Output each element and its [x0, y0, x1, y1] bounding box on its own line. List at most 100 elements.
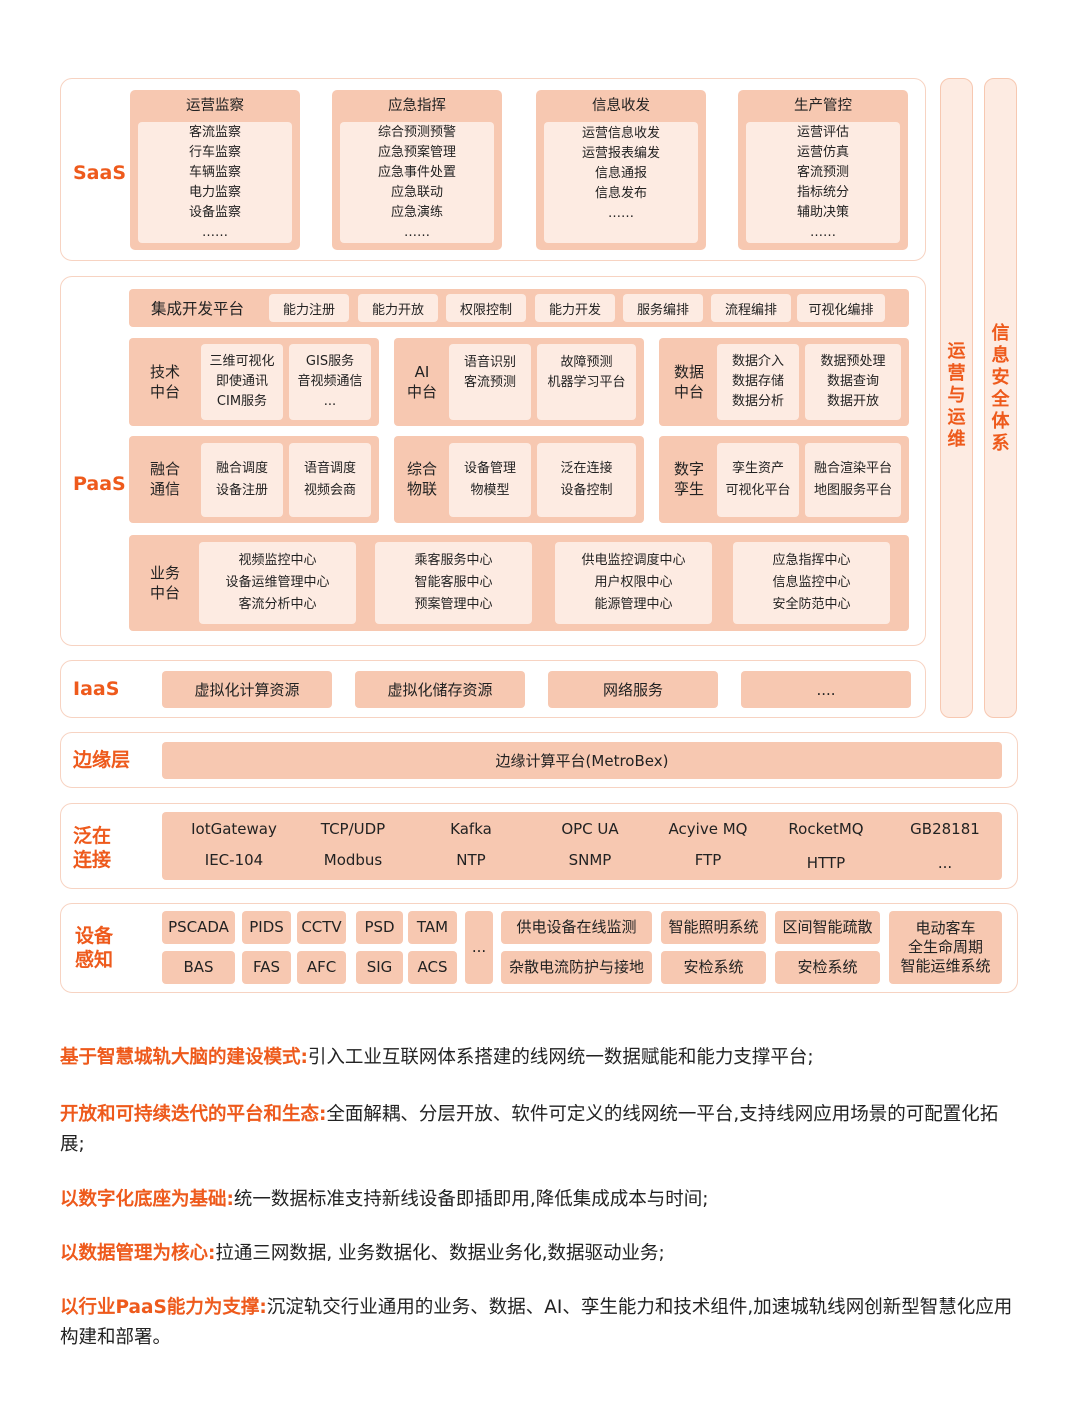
saas-label: SaaS [73, 162, 127, 184]
system-item: 区间智能疏散 [775, 911, 880, 944]
integration-item: 流程编排 [711, 294, 791, 322]
saas-card-ops-monitor: 运营监察 客流监察 行车监察 车辆监察 电力监察 设备监察 …… [130, 90, 300, 250]
comm-col1: 融合调度 设备注册 [201, 443, 283, 517]
data-col2: 数据预处理 数据查询 数据开放 [805, 344, 901, 420]
protocol-item: SNMP [568, 851, 612, 869]
description-paragraph: 以数字化底座为基础:统一数据标准支持新线设备即插即用,降低集成成本与时间; [60, 1189, 709, 1210]
list-item: 综合预测预警 [377, 124, 456, 140]
description-paragraph: 以数据管理为核心:拉通三网数据, 业务数据化、数据业务化,数据驱动业务; [60, 1243, 665, 1264]
ai-col1: 语音识别 客流预测 [449, 344, 531, 420]
integration-platform: 集成开发平台 能力注册 能力开放 权限控制 能力开发 服务编排 流程编排 可视化… [129, 289, 909, 327]
tech-middle-platform: 技术 中台 三维可视化 即使通讯 CIM服务 GIS服务 音视频通信 ... [129, 338, 379, 426]
list-item: 指标统分 [796, 184, 849, 200]
iaas-item: .... [741, 671, 911, 708]
list-item: 运营仿真 [796, 144, 849, 160]
device-item: TAM [408, 911, 457, 944]
device-item: SIG [356, 951, 403, 984]
device-item: PSD [356, 911, 403, 944]
ai-middle-platform: AI 中台 语音识别 客流预测 故障预测 机器学习平台 [394, 338, 644, 426]
info-security-label: 信 息 安 全 体 系 [991, 323, 1010, 454]
list-item: 应急预案管理 [377, 144, 456, 160]
integration-item: 权限控制 [446, 294, 526, 322]
protocol-item: ... [937, 854, 953, 872]
twin-col1: 孪生资产 可视化平台 [717, 443, 799, 517]
business-col: 供电监控调度中心 用户权限中心 能源管理中心 [555, 542, 712, 624]
list-item: 电力监察 [188, 184, 241, 200]
protocol-item: TCP/UDP [320, 820, 386, 838]
integration-item: 服务编排 [623, 294, 703, 322]
list-item: 应急联动 [390, 184, 443, 200]
description-paragraph: 开放和可持续迭代的平台和生态:全面解耦、分层开放、软件可定义的线网统一平台,支持… [60, 1104, 999, 1155]
protocol-item: IotGateway [191, 820, 277, 838]
group-label: 融合 通信 [149, 460, 180, 498]
device-more: ... [465, 911, 493, 984]
group-label: 综合 物联 [406, 460, 437, 498]
connectivity-label: 泛在 连接 [73, 825, 112, 871]
list-item: …… [404, 224, 430, 240]
fusion-comm-platform: 融合 通信 融合调度 设备注册 语音调度 视频会商 [129, 436, 379, 523]
group-label: 数据 中台 [673, 363, 704, 401]
group-label: 技术 中台 [149, 363, 180, 401]
system-item: 供电设备在线监测 [501, 911, 652, 944]
system-item: 杂散电流防护与接地 [501, 951, 652, 984]
group-label: AI 中台 [406, 363, 437, 401]
list-item: …… [608, 206, 634, 221]
saas-card-title: 运营监察 [186, 98, 244, 114]
ai-col2: 故障预测 机器学习平台 [537, 344, 636, 420]
integration-title: 集成开发平台 [151, 300, 245, 318]
electric-bus-system: 电动客车 全生命周期 智能运维系统 [889, 911, 1002, 984]
protocol-item: IEC-104 [204, 851, 264, 869]
iaas-item: 虚拟化计算资源 [162, 671, 332, 708]
protocol-panel: IotGateway TCP/UDP Kafka OPC UA Acyive M… [162, 812, 1002, 880]
list-item: 设备监察 [188, 204, 241, 220]
protocol-item: HTTP [806, 854, 846, 872]
twin-col2: 融合渲染平台 地图服务平台 [805, 443, 901, 517]
saas-card-production: 生产管控 运营评估 运营仿真 客流预测 指标统分 辅助决策 …… [738, 90, 908, 250]
integration-item: 能力开发 [535, 294, 615, 322]
protocol-item: Modbus [323, 851, 383, 869]
list-item: 客流监察 [188, 124, 241, 140]
iot-col2: 泛在连接 设备控制 [537, 443, 636, 517]
iaas-item: 网络服务 [548, 671, 718, 708]
list-item: 运营评估 [796, 124, 849, 140]
saas-card-title: 应急指挥 [388, 98, 446, 114]
list-item: 运营信息收发 [581, 126, 660, 141]
business-middle-platform: 业务 中台 视频监控中心 设备运维管理中心 客流分析中心 乘客服务中心 智能客服… [129, 535, 909, 631]
info-security-bar: 信 息 安 全 体 系 [984, 78, 1017, 718]
group-label: 数字 孪生 [673, 460, 704, 498]
device-item: AFC [297, 951, 346, 984]
system-item: 安检系统 [775, 951, 880, 984]
list-item: 行车监察 [188, 144, 241, 160]
saas-card-list: 运营信息收发 运营报表编发 信息通报 信息发布 …… [544, 122, 698, 243]
list-item: 信息通报 [594, 166, 647, 181]
ops-maintenance-bar: 运 营 与 运 维 [940, 78, 973, 718]
business-col: 应急指挥中心 信息监控中心 安全防范中心 [733, 542, 890, 624]
iot-platform: 综合 物联 设备管理 物模型 泛在连接 设备控制 [394, 436, 644, 523]
device-item: FAS [242, 951, 291, 984]
protocol-item: FTP [694, 851, 722, 869]
saas-card-title: 生产管控 [794, 98, 852, 114]
tech-col1: 三维可视化 即使通讯 CIM服务 [201, 344, 283, 420]
saas-card-list: 综合预测预警 应急预案管理 应急事件处置 应急联动 应急演练 …… [340, 122, 494, 243]
list-item: 客流预测 [796, 164, 849, 180]
description-paragraph: 以行业PaaS能力为支撑:沉淀轨交行业通用的业务、数据、AI、孪生能力和技术组件… [60, 1297, 1013, 1348]
protocol-item: NTP [456, 851, 486, 869]
data-middle-platform: 数据 中台 数据介入 数据存储 数据分析 数据预处理 数据查询 数据开放 [659, 338, 909, 426]
device-label: 设备 感知 [75, 925, 114, 971]
list-item: 辅助决策 [796, 204, 849, 220]
paas-label: PaaS [73, 473, 126, 495]
protocol-item: RocketMQ [788, 820, 864, 838]
list-item: 信息发布 [594, 186, 647, 201]
list-item: 运营报表编发 [581, 146, 660, 161]
data-col1: 数据介入 数据存储 数据分析 [717, 344, 799, 420]
iaas-item: 虚拟化储存资源 [355, 671, 525, 708]
iot-col1: 设备管理 物模型 [449, 443, 531, 517]
group-label: 业务 中台 [149, 564, 180, 602]
protocol-item: Acyive MQ [668, 820, 748, 838]
device-item: ACS [408, 951, 457, 984]
saas-card-title: 信息收发 [592, 98, 650, 114]
protocol-item: Kafka [450, 820, 492, 838]
business-col: 视频监控中心 设备运维管理中心 客流分析中心 [199, 542, 356, 624]
edge-platform: 边缘计算平台(MetroBex) [162, 742, 1002, 779]
saas-card-list: 客流监察 行车监察 车辆监察 电力监察 设备监察 …… [138, 122, 292, 243]
